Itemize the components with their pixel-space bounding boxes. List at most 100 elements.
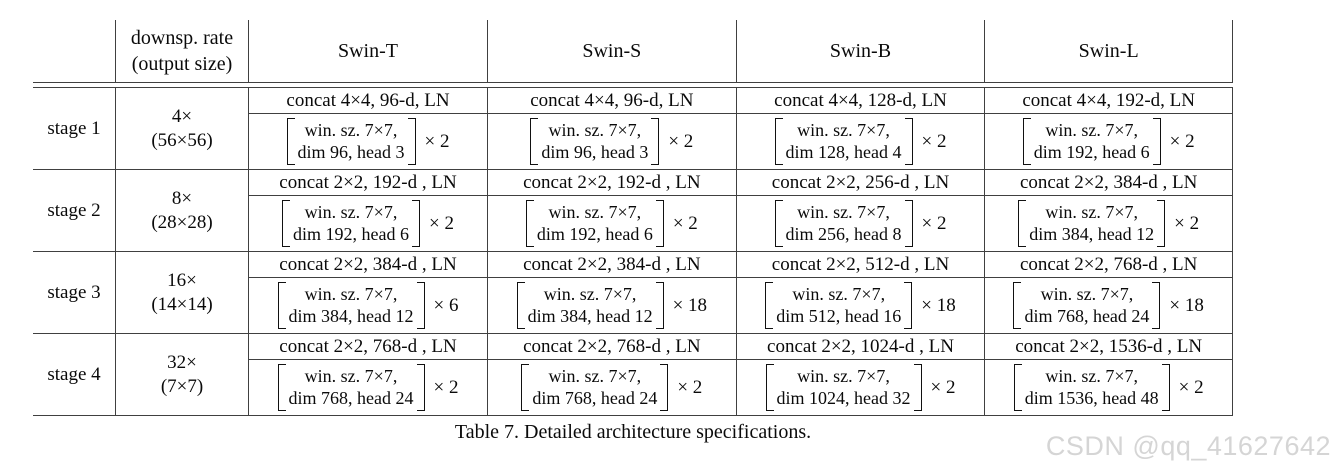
left-bracket (277, 281, 286, 330)
patch-merging-spec: concat 2×2, 256-d , LN (736, 170, 985, 196)
right-bracket (904, 199, 913, 248)
window-size-line: win. sz. 7×7, (792, 283, 886, 304)
bracket-body: win. sz. 7×7,dim 1536, head 48 (1022, 364, 1162, 412)
block-multiplier: × 18 (921, 294, 956, 316)
block-multiplier: × 2 (424, 130, 450, 152)
bracket-group: win. sz. 7×7,dim 384, head 12 (1018, 199, 1166, 248)
dim-head-line: dim 384, head 12 (527, 305, 653, 326)
bracket-group: win. sz. 7×7,dim 192, head 6 (1022, 117, 1161, 166)
dim-head-line: dim 192, head 6 (536, 223, 653, 244)
left-bracket (765, 281, 774, 330)
block-spec-row: win. sz. 7×7,dim 768, head 24× 2 (488, 360, 736, 415)
patch-merging-spec: concat 2×2, 384-d , LN (985, 170, 1232, 196)
bracket-body: win. sz. 7×7,dim 192, head 6 (290, 200, 412, 248)
header-downsp-line1: downsp. rate (130, 27, 234, 49)
dim-head-line: dim 1536, head 48 (1024, 387, 1159, 408)
window-size-line: win. sz. 7×7, (548, 119, 642, 140)
dim-head-line: dim 768, head 24 (288, 387, 414, 408)
bracket-body: win. sz. 7×7,dim 96, head 3 (295, 118, 408, 166)
patch-merging-spec: concat 2×2, 1024-d , LN (736, 334, 985, 360)
right-bracket (1157, 199, 1166, 248)
dim-head-line: dim 384, head 12 (288, 305, 414, 326)
model-cell-swin-t: concat 4×4, 96-d, LN win. sz. 7×7,dim 96,… (248, 88, 487, 169)
bracket-group: win. sz. 7×7,dim 96, head 3 (530, 117, 660, 166)
header-double-rule (33, 82, 1233, 88)
block-multiplier: × 2 (1174, 212, 1200, 234)
model-cell-swin-t: concat 2×2, 384-d , LN win. sz. 7×7,dim 3… (248, 252, 487, 333)
bracket-group: win. sz. 7×7,dim 768, head 24 (1013, 281, 1161, 330)
window-size-line: win. sz. 7×7, (304, 283, 398, 304)
window-size-line: win. sz. 7×7, (1045, 201, 1138, 222)
downsp-rate-cell: 8×(28×28) (115, 170, 248, 251)
window-size-line: win. sz. 7×7, (1040, 283, 1134, 304)
output-size-value: (7×7) (160, 375, 204, 397)
header-model-swin-l: Swin-L (984, 20, 1233, 82)
bracket-body: win. sz. 7×7,dim 192, head 6 (1031, 118, 1153, 166)
dim-head-line: dim 768, head 24 (532, 387, 658, 408)
block-multiplier: × 2 (921, 130, 947, 152)
right-bracket (655, 199, 664, 248)
header-downsp-line2: (output size) (131, 53, 233, 75)
right-bracket (412, 199, 420, 248)
bracket-group: win. sz. 7×7,dim 1536, head 48 (1013, 363, 1170, 412)
window-size-line: win. sz. 7×7, (304, 201, 398, 222)
patch-merging-spec: concat 4×4, 96-d, LN (249, 88, 487, 114)
right-bracket (913, 363, 922, 412)
bracket-group: win. sz. 7×7,dim 192, head 6 (282, 199, 420, 248)
right-bracket (416, 363, 425, 412)
patch-merging-spec: concat 2×2, 512-d , LN (736, 252, 985, 278)
window-size-line: win. sz. 7×7, (548, 201, 642, 222)
stage-label: stage 3 (47, 281, 101, 303)
left-bracket (286, 117, 295, 166)
left-bracket (277, 363, 286, 412)
block-spec-row: win. sz. 7×7,dim 384, head 12 × 2 (985, 196, 1232, 251)
window-size-line: win. sz. 7×7, (1045, 119, 1138, 140)
right-bracket (407, 117, 416, 166)
dim-head-line: dim 512, head 16 (776, 305, 902, 326)
right-bracket (655, 281, 664, 330)
right-bracket (651, 117, 660, 166)
downsp-rate-value: 8× (171, 187, 193, 209)
block-multiplier: × 6 (433, 294, 459, 316)
left-bracket (530, 117, 539, 166)
patch-merging-spec: concat 4×4, 192-d, LN (985, 88, 1232, 114)
patch-merging-spec: concat 2×2, 192-d , LN (487, 170, 736, 196)
window-size-line: win. sz. 7×7, (797, 365, 890, 386)
right-bracket (416, 281, 425, 330)
patch-merging-spec: concat 4×4, 128-d, LN (736, 88, 985, 114)
block-multiplier: × 2 (921, 212, 947, 234)
bracket-body: win. sz. 7×7,dim 96, head 3 (538, 118, 651, 166)
patch-merging-spec: concat 2×2, 768-d , LN (249, 334, 487, 360)
block-spec-row: win. sz. 7×7,dim 1536, head 48× 2 (985, 360, 1232, 415)
block-spec-row: win. sz. 7×7,dim 384, head 12× 18 (488, 278, 736, 333)
downsp-rate-cell: 16×(14×14) (115, 252, 248, 333)
right-bracket (1152, 117, 1161, 166)
bracket-body: win. sz. 7×7,dim 384, head 12 (1026, 200, 1157, 248)
window-size-line: win. sz. 7×7, (548, 365, 642, 386)
right-bracket (1152, 281, 1161, 330)
block-spec-row: win. sz. 7×7,dim 192, head 6× 2 (249, 196, 487, 251)
left-bracket (765, 363, 774, 412)
bracket-body: win. sz. 7×7,dim 768, head 24 (1021, 282, 1152, 330)
block-spec-row: win. sz. 7×7,dim 192, head 6 × 2 (985, 114, 1232, 169)
header-downsp-cell: downsp. rate (output size) (115, 20, 248, 82)
bracket-body: win. sz. 7×7,dim 192, head 6 (534, 200, 656, 248)
patch-merging-spec: concat 2×2, 768-d , LN (985, 252, 1232, 278)
stage-label: stage 1 (47, 117, 101, 139)
downsp-rate-value: 16× (167, 269, 197, 291)
bracket-group: win. sz. 7×7,dim 768, head 24 (521, 363, 669, 412)
block-multiplier: × 2 (433, 376, 459, 398)
patch-merging-spec: concat 2×2, 384-d , LN (249, 252, 487, 278)
block-spec-row: win. sz. 7×7,dim 512, head 16 × 18 (737, 278, 985, 333)
patch-merging-spec: concat 2×2, 768-d , LN (487, 334, 736, 360)
block-multiplier: × 2 (1169, 130, 1195, 152)
